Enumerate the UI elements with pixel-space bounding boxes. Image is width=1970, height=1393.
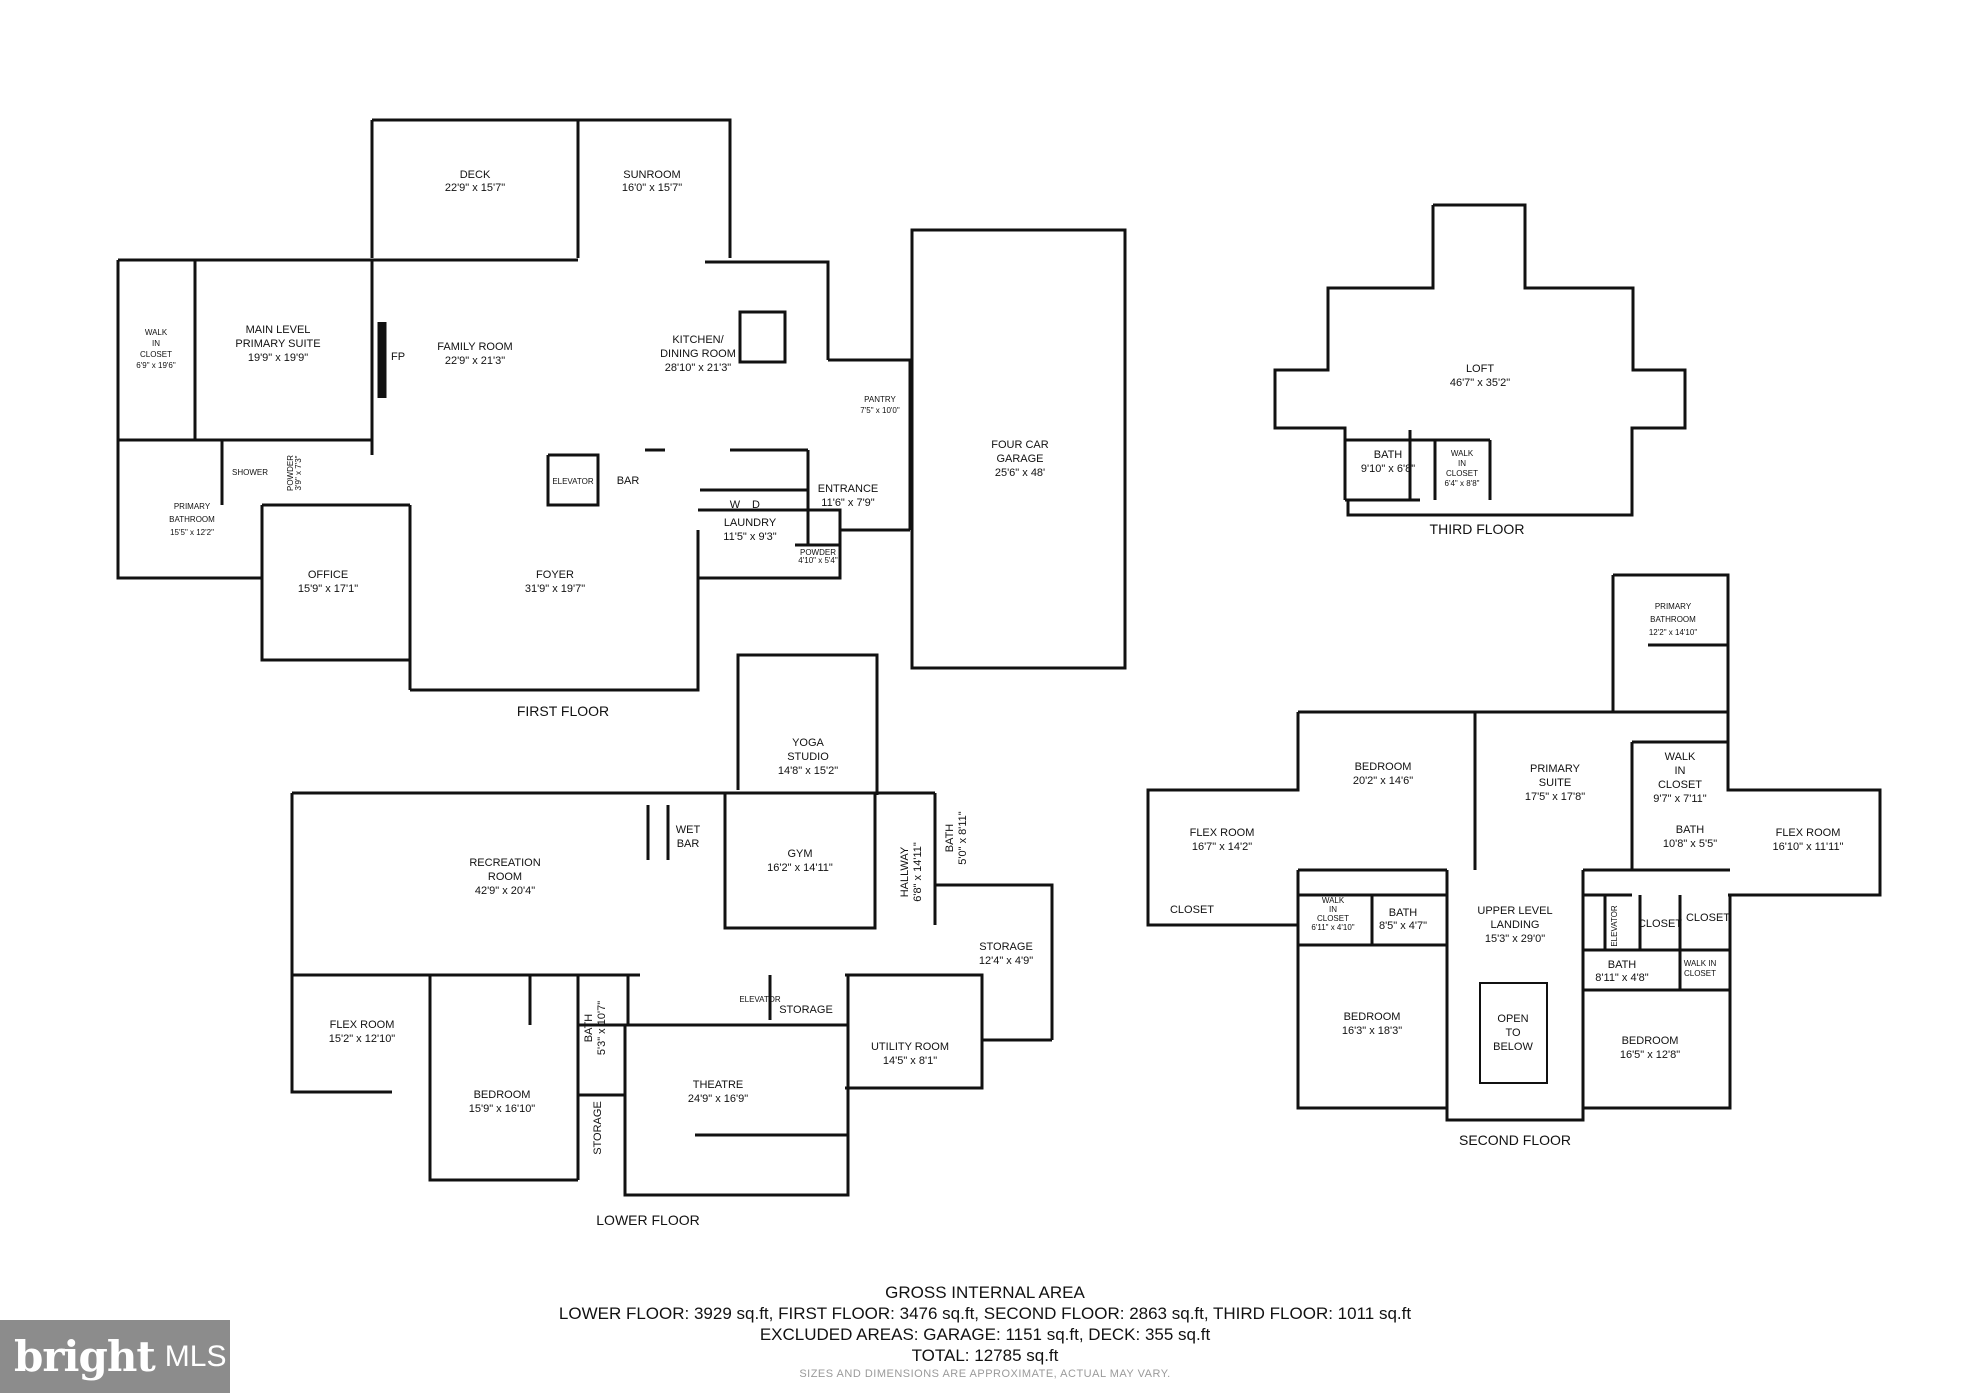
deck-label: DECK — [460, 169, 491, 181]
area-summary-excluded: EXCLUDED AREAS: GARAGE: 1151 sq.ft, DECK… — [759, 1325, 1211, 1344]
logo-brand: bright — [14, 1332, 156, 1381]
rotated-labels: POWDER3'9" x 7'3" HALLWAY6'8" x 14'11" B… — [286, 455, 1619, 1155]
area-summary-total: TOTAL: 12785 sq.ft — [911, 1346, 1059, 1365]
svg-text:STORAGE: STORAGE — [592, 1101, 604, 1155]
third-floor-title: THIRD FLOOR — [1430, 521, 1525, 537]
lower-floor-walls — [290, 653, 1054, 1197]
svg-text:BAR: BAR — [617, 475, 640, 487]
svg-text:SHOWER: SHOWER — [232, 468, 268, 477]
lower-floor-title: LOWER FLOOR — [596, 1212, 699, 1228]
second-floor-walls — [1146, 573, 1882, 1122]
svg-text:ELEVATOR: ELEVATOR — [552, 477, 594, 486]
area-summary-floors: LOWER FLOOR: 3929 sq.ft, FIRST FLOOR: 34… — [558, 1304, 1412, 1323]
svg-text:CLOSET: CLOSET — [1170, 904, 1214, 916]
first-floor-walls — [116, 118, 1127, 692]
svg-text:ELEVATOR: ELEVATOR — [1610, 905, 1619, 947]
svg-text:CLOSET: CLOSET — [1686, 912, 1730, 924]
svg-text:BATH5'0" x 8'11": BATH5'0" x 8'11" — [944, 811, 969, 864]
svg-text:ELEVATOR: ELEVATOR — [739, 995, 781, 1004]
first-floor-title: FIRST FLOOR — [517, 703, 609, 719]
svg-text:BATH5'3" x 10'7": BATH5'3" x 10'7" — [583, 1001, 608, 1055]
third-floor-walls — [1273, 203, 1687, 517]
bright-mls-logo: bright MLS — [0, 1320, 230, 1393]
svg-text:CLOSET: CLOSET — [1638, 918, 1682, 930]
svg-text:FP: FP — [391, 351, 405, 363]
svg-text:POWDER3'9" x 7'3": POWDER3'9" x 7'3" — [286, 455, 303, 491]
svg-text:HALLWAY6'8" x 14'11": HALLWAY6'8" x 14'11" — [899, 842, 924, 902]
svg-text:W: W — [730, 499, 741, 511]
svg-text:D: D — [752, 499, 760, 511]
area-summary-title: GROSS INTERNAL AREA — [885, 1283, 1085, 1302]
svg-text:STORAGE: STORAGE — [779, 1004, 833, 1016]
logo-suffix: MLS — [164, 1339, 227, 1373]
approximation-note: SIZES AND DIMENSIONS ARE APPROXIMATE, AC… — [799, 1368, 1171, 1380]
second-floor-title: SECOND FLOOR — [1459, 1132, 1571, 1148]
